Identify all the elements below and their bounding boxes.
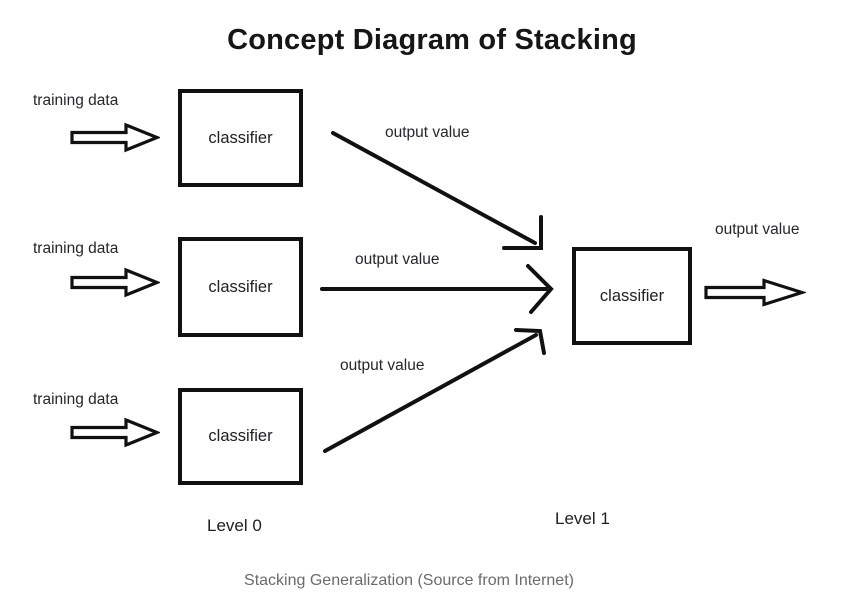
classifier-box-level0-2: classifier (178, 237, 303, 337)
figure-caption: Stacking Generalization (Source from Int… (244, 572, 574, 589)
level0-label: Level 0 (207, 516, 262, 535)
output-value-label-final: output value (715, 221, 800, 238)
classifier-box-label: classifier (208, 277, 273, 296)
output-block-arrow-icon (704, 278, 806, 307)
input-block-arrow-icon-3 (70, 417, 160, 448)
classifier-box-label: classifier (208, 427, 273, 445)
output-value-label-1: output value (385, 124, 470, 141)
training-data-label-3: training data (33, 391, 119, 408)
classifier-box-level1: classifier (572, 247, 692, 345)
classifier-box-label: classifier (599, 286, 665, 305)
classifier-box-level0-3: classifier (178, 388, 303, 485)
arrow-top-line (331, 131, 537, 245)
classifier-box-label: classifier (208, 128, 273, 147)
training-data-label-1: training data (33, 92, 119, 109)
arrow-top-head-icon (502, 215, 543, 250)
arrow-bottom-head-icon (514, 328, 546, 355)
arrow-bottom-line (323, 333, 538, 453)
input-block-arrow-icon-1 (70, 122, 160, 153)
output-value-label-2: output value (355, 251, 440, 268)
output-value-label-3: output value (340, 357, 425, 374)
level1-label: Level 1 (555, 509, 610, 528)
input-block-arrow-icon-2 (70, 267, 160, 298)
classifier-box-level0-1: classifier (178, 89, 303, 187)
arrow-middle-head-icon (526, 264, 554, 314)
diagram-title: Concept Diagram of Stacking (227, 24, 637, 56)
training-data-label-2: training data (33, 240, 119, 257)
